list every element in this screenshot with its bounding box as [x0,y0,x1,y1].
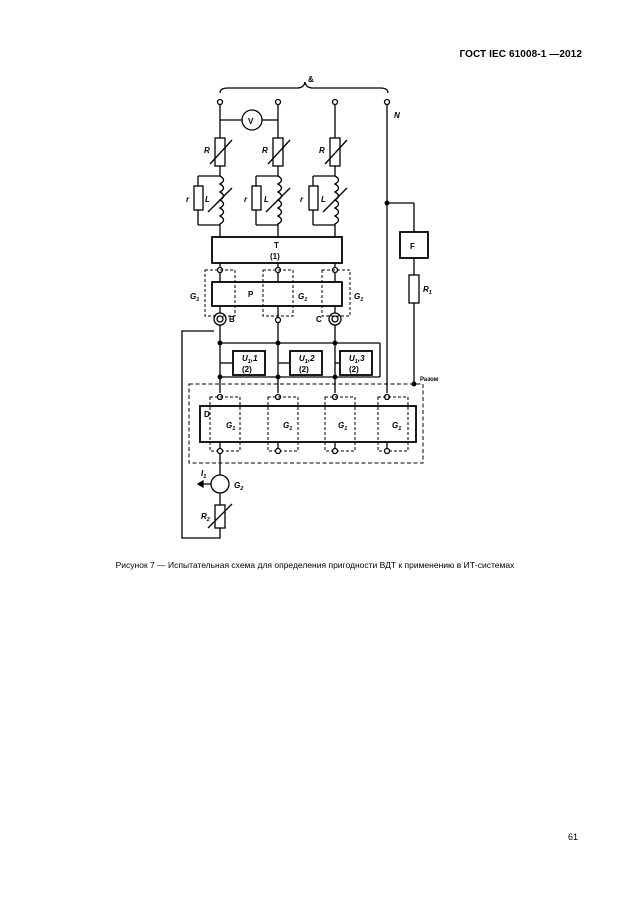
label-u2: U1,2 [299,354,315,365]
label-r-phase2: R [262,146,268,155]
label-b: B [229,315,235,324]
label-g1-d2: G1 [283,421,292,432]
label-i1: I1 [201,469,206,480]
label-l-phase1: L [205,195,210,204]
document-header: ГОСТ IEC 61008-1 —2012 [459,49,582,60]
label-small-r-phase3: r [300,195,304,204]
label-u3: U1,3 [349,354,365,365]
label-g1-right: G1 [354,292,363,303]
label-d: D [204,410,210,419]
figure-caption: Рисунок 7 — Испытательная схема для опре… [115,560,515,570]
label-l-phase2: L [264,195,269,204]
label-u2-note: (2) [299,365,309,374]
label-r-phase1: R [204,146,210,155]
label-small-r-phase1: r [186,195,190,204]
page-number: 61 [567,832,578,842]
label-g1-d1: G1 [226,421,235,432]
label-u1: U1,1 [242,354,258,365]
label-r-phase3: R [319,146,325,155]
label-g1-d3: G1 [338,421,347,432]
label-c: C [316,315,322,324]
label-u3-note: (2) [349,365,359,374]
label-l-phase3: L [321,195,326,204]
label-p: P [248,290,254,299]
label-g1-mid: G1 [298,292,307,303]
label-earth: Разом [420,377,439,383]
label-voltmeter: V [248,117,254,126]
label-n: N [394,111,400,120]
label-g1-d4: G1 [392,421,401,432]
label-transformer: T [274,241,279,250]
label-f: F [410,242,415,251]
label-small-r-phase2: r [244,195,248,204]
label-g2: G2 [234,481,243,492]
label-u1-note: (2) [242,365,252,374]
label-r1: R1 [423,285,432,296]
label-g1-left: G1 [190,292,199,303]
label-r2: R2 [201,512,210,523]
label-transformer-note: (1) [270,252,280,261]
label-ampersand: & [308,75,314,84]
